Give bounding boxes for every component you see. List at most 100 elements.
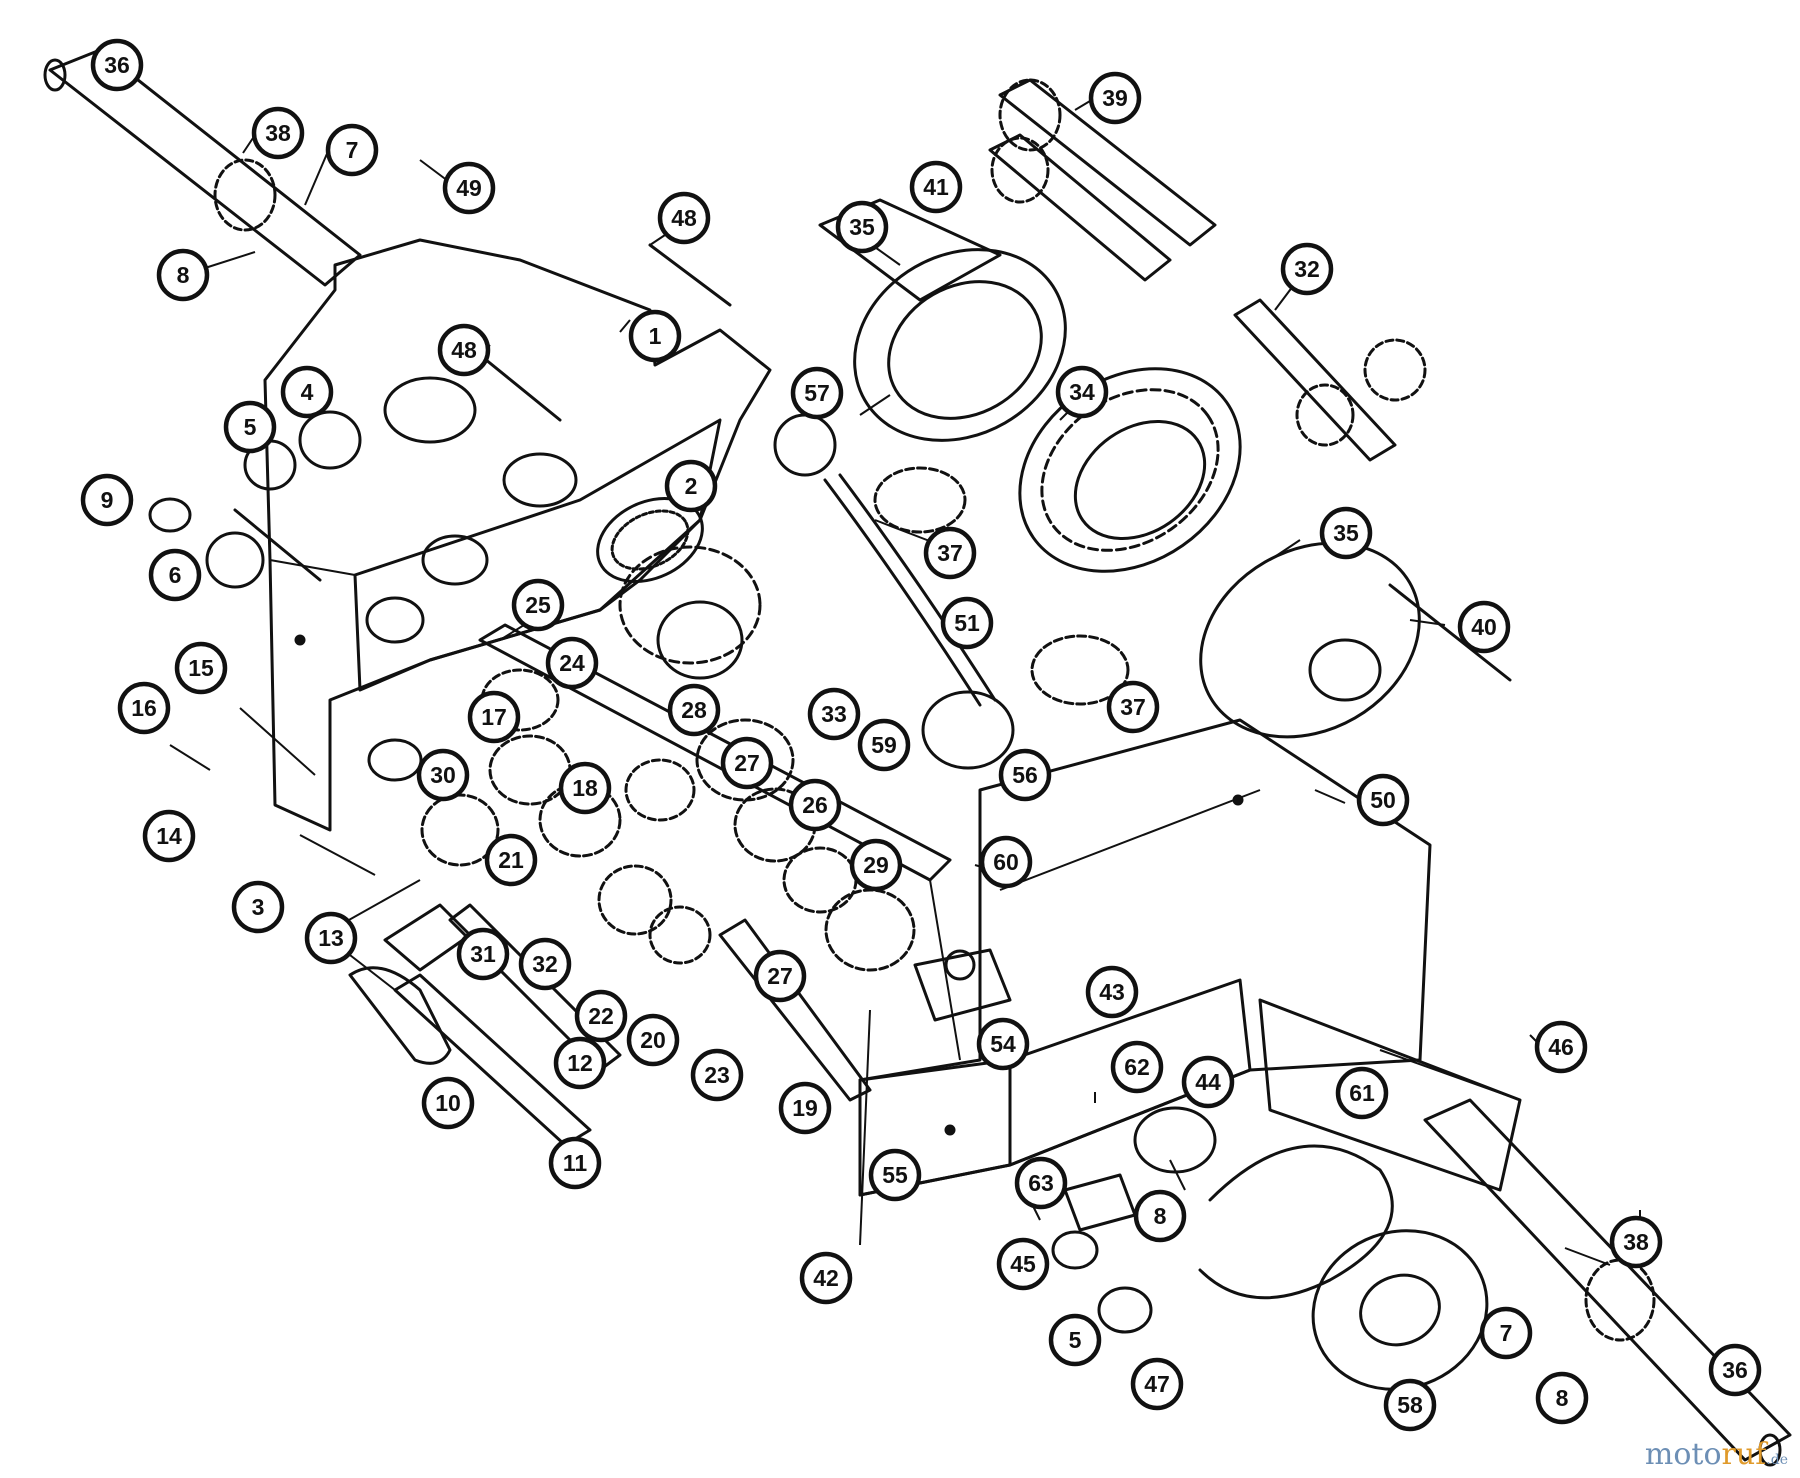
callout-55: 55: [868, 1148, 922, 1202]
callout-32: 32: [1280, 242, 1334, 296]
callout-56: 56: [998, 748, 1052, 802]
callout-circle: [1088, 71, 1142, 125]
callout-35: 35: [835, 200, 889, 254]
callout-label: 39: [1102, 85, 1128, 111]
callout-circle: [1133, 1189, 1187, 1243]
callout-38: 38: [251, 106, 305, 160]
callout-label: 4: [301, 379, 314, 405]
callout-label: 3: [252, 894, 265, 920]
callout-19: 19: [778, 1081, 832, 1135]
callout-circle: [1319, 506, 1373, 560]
callout-14: 14: [142, 809, 196, 863]
callout-27: 27: [753, 949, 807, 1003]
callout-circle: [667, 683, 721, 737]
callout-circle: [1534, 1020, 1588, 1074]
callout-label: 40: [1471, 614, 1497, 640]
callout-circle: [849, 838, 903, 892]
callout-label: 12: [567, 1050, 593, 1076]
callout-circle: [1055, 365, 1109, 419]
callout-45: 45: [996, 1237, 1050, 1291]
callout-circle: [1130, 1357, 1184, 1411]
callout-51: 51: [940, 596, 994, 650]
watermark-part2: ruf: [1721, 1437, 1767, 1472]
callout-41: 41: [909, 160, 963, 214]
callout-10: 10: [421, 1076, 475, 1130]
callout-circle: [1356, 773, 1410, 827]
callout-35: 35: [1319, 506, 1373, 560]
right-housing: [858, 718, 1522, 1197]
callout-21: 21: [484, 833, 538, 887]
callout-25: 25: [511, 578, 565, 632]
callout-label: 20: [640, 1027, 666, 1053]
callout-24: 24: [545, 636, 599, 690]
callout-label: 5: [244, 414, 257, 440]
callout-circle: [142, 809, 196, 863]
callout-circle: [90, 38, 144, 92]
callout-1: 1: [628, 309, 682, 363]
callout-18: 18: [558, 761, 612, 815]
callout-3: 3: [231, 880, 285, 934]
callout-7: 7: [325, 123, 379, 177]
callout-30: 30: [416, 748, 470, 802]
callout-20: 20: [626, 1013, 680, 1067]
callout-15: 15: [174, 641, 228, 695]
callout-61: 61: [1335, 1066, 1389, 1120]
callout-8: 8: [1535, 1371, 1589, 1425]
callout-label: 32: [532, 951, 558, 977]
callout-label: 16: [131, 695, 157, 721]
callout-62: 62: [1110, 1040, 1164, 1094]
callout-label: 36: [1722, 1357, 1748, 1383]
callout-label: 1: [649, 323, 662, 349]
callout-circle: [156, 248, 210, 302]
callout-circle: [996, 1237, 1050, 1291]
callout-circle: [657, 191, 711, 245]
callout-label: 42: [813, 1265, 839, 1291]
shafts: [43, 48, 1792, 1467]
callout-37: 37: [1106, 680, 1160, 734]
callout-26: 26: [788, 778, 842, 832]
callout-label: 5: [1069, 1327, 1082, 1353]
callout-label: 24: [559, 650, 585, 676]
callout-label: 45: [1010, 1251, 1036, 1277]
callout-label: 15: [188, 655, 214, 681]
callout-11: 11: [548, 1136, 602, 1190]
callout-circle: [835, 200, 889, 254]
callout-label: 27: [767, 963, 793, 989]
callout-54: 54: [976, 1017, 1030, 1071]
callout-label: 18: [572, 775, 598, 801]
callout-label: 51: [954, 610, 980, 636]
callout-label: 37: [1120, 694, 1146, 720]
callout-label: 35: [1333, 520, 1359, 546]
callout-circle: [1048, 1313, 1102, 1367]
callout-circle: [788, 778, 842, 832]
callout-13: 13: [304, 911, 358, 965]
callout-circle: [1479, 1306, 1533, 1360]
callout-27: 27: [720, 736, 774, 790]
callout-circle: [545, 636, 599, 690]
callout-circle: [518, 937, 572, 991]
callout-label: 61: [1349, 1080, 1375, 1106]
callout-label: 35: [849, 214, 875, 240]
callout-circle: [416, 748, 470, 802]
callout-label: 56: [1012, 762, 1038, 788]
callout-circle: [1457, 600, 1511, 654]
callout-circle: [998, 748, 1052, 802]
callout-circle: [909, 160, 963, 214]
callout-label: 49: [456, 175, 482, 201]
callout-circle: [790, 366, 844, 420]
callout-label: 30: [430, 762, 456, 788]
callout-17: 17: [467, 690, 521, 744]
callout-circle: [1280, 242, 1334, 296]
callout-circle: [628, 309, 682, 363]
callout-label: 32: [1294, 256, 1320, 282]
callout-5: 5: [1048, 1313, 1102, 1367]
callout-40: 40: [1457, 600, 1511, 654]
callout-60: 60: [979, 835, 1033, 889]
callout-57: 57: [790, 366, 844, 420]
callout-23: 23: [690, 1048, 744, 1102]
callout-circle: [626, 1013, 680, 1067]
callout-label: 8: [1556, 1385, 1569, 1411]
gears: [148, 78, 1656, 1391]
callout-label: 33: [821, 701, 847, 727]
